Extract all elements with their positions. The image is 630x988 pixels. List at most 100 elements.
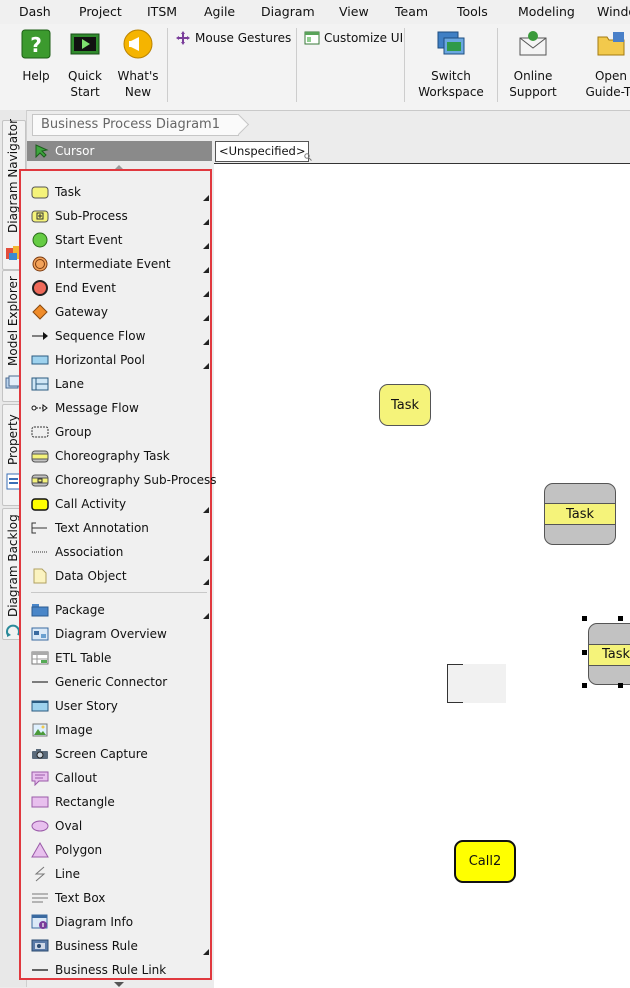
choreography-task-shape[interactable]: Task — [544, 483, 616, 545]
palette-rectangle[interactable]: Rectangle — [31, 791, 115, 813]
menu-dash[interactable]: Dash — [19, 4, 51, 19]
more-options-icon[interactable] — [203, 195, 209, 201]
tab-diagram-navigator-label: Diagram Navigator — [6, 118, 20, 233]
palette-start-event[interactable]: Start Event — [31, 229, 123, 251]
cursor-arrow-icon — [35, 144, 49, 158]
palette-screen-capture[interactable]: Screen Capture — [31, 743, 148, 765]
palette-message-flow[interactable]: Message Flow — [31, 397, 139, 419]
selection-handle[interactable] — [582, 650, 587, 655]
palette-choreography-task[interactable]: Choreography Task — [31, 445, 170, 467]
lane-icon — [31, 377, 49, 391]
more-options-icon[interactable] — [203, 219, 209, 225]
more-options-icon[interactable] — [203, 579, 209, 585]
text-annotation-shape[interactable] — [447, 664, 506, 703]
palette-business-rule[interactable]: Business Rule — [31, 935, 138, 957]
palette-group[interactable]: Group — [31, 421, 92, 443]
palette-sequence-flow[interactable]: Sequence Flow — [31, 325, 145, 347]
palette-polygon-label: Polygon — [55, 843, 103, 857]
menu-view[interactable]: View — [339, 4, 369, 19]
palette-text-box[interactable]: Text Box — [31, 887, 105, 909]
palette-package[interactable]: Package — [31, 599, 105, 621]
more-options-icon[interactable] — [203, 243, 209, 249]
task-shape[interactable]: Task — [379, 384, 431, 426]
menu-window[interactable]: Windo — [597, 4, 630, 19]
quick-start-button[interactable]: Quick Start — [63, 28, 107, 100]
palette-etl-table[interactable]: ETL Table — [31, 647, 111, 669]
sub-process-icon — [31, 210, 49, 222]
cursor-tool[interactable]: Cursor — [27, 141, 212, 161]
menu-modeling[interactable]: Modeling — [518, 4, 575, 19]
palette-user-story-label: User Story — [55, 699, 118, 713]
palette-choreography-sub-process[interactable]: Choreography Sub-Process — [31, 469, 216, 491]
palette-end-event-label: End Event — [55, 281, 116, 295]
scroll-up-icon[interactable] — [114, 165, 124, 170]
online-support-label-1: Online — [513, 69, 553, 83]
palette-oval[interactable]: Oval — [31, 815, 82, 837]
unspecified-selector[interactable]: <Unspecified> — [215, 141, 310, 162]
palette-diagram-info[interactable]: Diagram Info — [31, 911, 133, 933]
help-icon: ? — [21, 29, 51, 59]
selection-handle[interactable] — [582, 683, 587, 688]
palette-horizontal-pool[interactable]: Horizontal Pool — [31, 349, 145, 371]
more-options-icon[interactable] — [203, 507, 209, 513]
more-options-icon[interactable] — [203, 339, 209, 345]
palette-text-annotation[interactable]: Text Annotation — [31, 517, 149, 539]
palette-business-rule-link[interactable]: Business Rule Link — [31, 959, 166, 981]
palette-line[interactable]: Line — [31, 863, 80, 885]
menu-diagram[interactable]: Diagram — [261, 4, 315, 19]
palette-data-object[interactable]: Data Object — [31, 565, 127, 587]
palette-association[interactable]: Association — [31, 541, 123, 563]
switch-workspace-button[interactable]: Switch Workspace — [418, 28, 484, 100]
menu-itsm[interactable]: ITSM — [147, 4, 178, 19]
scroll-down-icon[interactable] — [114, 982, 124, 987]
palette-end-event[interactable]: End Event — [31, 277, 116, 299]
more-options-icon[interactable] — [203, 363, 209, 369]
more-options-icon[interactable] — [203, 291, 209, 297]
more-options-icon[interactable] — [203, 949, 209, 955]
diagram-overview-icon — [31, 627, 49, 641]
menu-team[interactable]: Team — [395, 4, 429, 19]
call-activity-shape[interactable]: Call2 — [454, 840, 516, 883]
whats-new-button[interactable]: What's New — [115, 28, 161, 100]
help-button[interactable]: ? Help — [16, 28, 56, 84]
palette-group-label: Group — [55, 425, 92, 439]
selection-handle[interactable] — [582, 616, 587, 621]
call-activity-icon — [31, 497, 49, 511]
end-event-icon — [32, 280, 48, 296]
more-options-icon[interactable] — [203, 315, 209, 321]
selected-choreography-task-shape[interactable]: Task — [588, 623, 630, 685]
palette-user-story[interactable]: User Story — [31, 695, 118, 717]
palette-choreography-sub-process-label: Choreography Sub-Process — [55, 473, 217, 487]
customize-ui-button[interactable]: Customize UI — [304, 30, 403, 46]
palette-image[interactable]: Image — [31, 719, 93, 741]
palette-polygon[interactable]: Polygon — [31, 839, 102, 861]
palette-task[interactable]: Task — [31, 181, 81, 203]
palette-generic-connector[interactable]: Generic Connector — [31, 671, 167, 693]
more-options-icon[interactable] — [203, 555, 209, 561]
palette-intermediate-event[interactable]: Intermediate Event — [31, 253, 171, 275]
menu-tools[interactable]: Tools — [457, 4, 488, 19]
selection-handle[interactable] — [618, 616, 623, 621]
palette-call-activity[interactable]: Call Activity — [31, 493, 126, 515]
mouse-gestures-button[interactable]: Mouse Gestures — [175, 30, 291, 46]
whats-new-label-2: New — [124, 85, 152, 99]
palette-sub-process[interactable]: Sub-Process — [31, 205, 128, 227]
breadcrumb[interactable]: Business Process Diagram1 — [32, 114, 239, 136]
menu-agile[interactable]: Agile — [204, 4, 236, 19]
menu-project[interactable]: Project — [79, 4, 122, 19]
selection-handle[interactable] — [618, 683, 623, 688]
palette-diagram-overview[interactable]: Diagram Overview — [31, 623, 167, 645]
palette-callout[interactable]: Callout — [31, 767, 97, 789]
text-annotation-bracket — [447, 664, 463, 703]
open-guide-button[interactable]: Open Guide-To — [578, 28, 630, 100]
tab-model-explorer-label: Model Explorer — [6, 276, 20, 366]
cursor-label: Cursor — [55, 144, 95, 158]
palette-gateway[interactable]: Gateway — [31, 301, 108, 323]
palette-lane[interactable]: Lane — [31, 373, 84, 395]
more-options-icon[interactable] — [203, 267, 209, 273]
palette-business-rule-label: Business Rule — [55, 939, 138, 953]
intermediate-event-icon — [32, 256, 48, 272]
online-support-button[interactable]: Online Support — [506, 28, 560, 100]
more-options-icon[interactable] — [203, 613, 209, 619]
diagram-canvas[interactable]: Task Task Task Call2 — [214, 163, 630, 988]
